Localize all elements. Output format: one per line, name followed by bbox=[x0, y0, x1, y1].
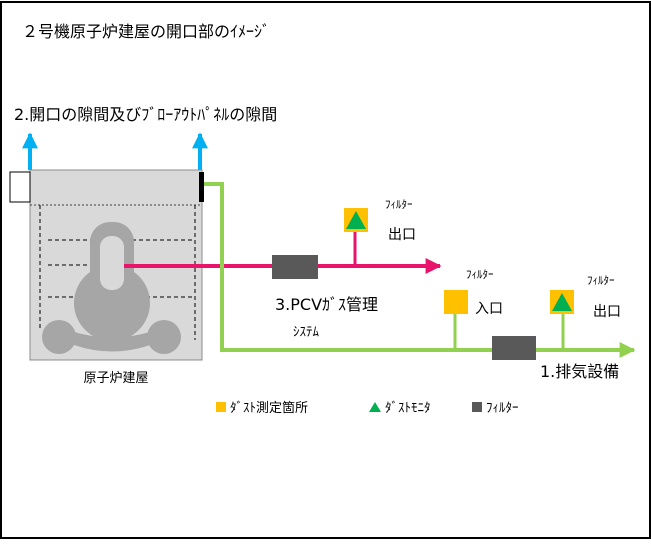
inlet-dust-point bbox=[444, 290, 468, 314]
inlet-filter-label: ﾌｨﾙﾀｰ bbox=[466, 268, 494, 281]
exhaust-system-label: 1.排気設備 bbox=[540, 362, 619, 381]
legend: ﾀﾞｽﾄ測定箇所 ﾀﾞｽﾄﾓﾆﾀ ﾌｨﾙﾀｰ bbox=[216, 400, 519, 416]
legend-filter-swatch bbox=[472, 402, 482, 412]
opening-gap-marker bbox=[199, 172, 204, 202]
diagram-title: ２号機原子炉建屋の開口部のｲﾒｰｼﾞ bbox=[22, 22, 270, 41]
outlet-label: 出口 bbox=[593, 304, 621, 320]
pcv-system-label: 3.PCVｶﾞｽ管理 bbox=[275, 295, 378, 314]
pcv-filter-label: ﾌｨﾙﾀｰ bbox=[385, 198, 413, 211]
outlet-filter-label: ﾌｨﾙﾀｰ bbox=[587, 274, 615, 287]
reactor-core bbox=[100, 236, 124, 290]
legend-dust-point-swatch bbox=[216, 402, 226, 412]
pcv-outlet-label: 出口 bbox=[388, 227, 416, 243]
legend-filter-label: ﾌｨﾙﾀｰ bbox=[486, 401, 519, 416]
legend-dust-monitor-label: ﾀﾞｽﾄﾓﾆﾀ bbox=[385, 401, 431, 416]
pcv-dust-monitor bbox=[346, 211, 366, 229]
exhaust-line bbox=[204, 182, 636, 358]
legend-dust-monitor-swatch bbox=[369, 402, 381, 412]
opening-gap-label: 2.開口の隙間及びﾌﾞﾛｰｱｳﾄﾊﾟﾈﾙの隙間 bbox=[14, 105, 277, 124]
outlet-dust-monitor bbox=[552, 293, 572, 311]
pcv-filter bbox=[272, 255, 318, 279]
reactor-building-label: 原子炉建屋 bbox=[83, 371, 148, 386]
inlet-label: 入口 bbox=[475, 301, 503, 317]
blowout-panel bbox=[9, 171, 31, 203]
exhaust-filter bbox=[492, 336, 536, 360]
legend-dust-point-label: ﾀﾞｽﾄ測定箇所 bbox=[230, 400, 308, 416]
pcv-system-label-2: ｼｽﾃﾑ bbox=[293, 325, 320, 340]
